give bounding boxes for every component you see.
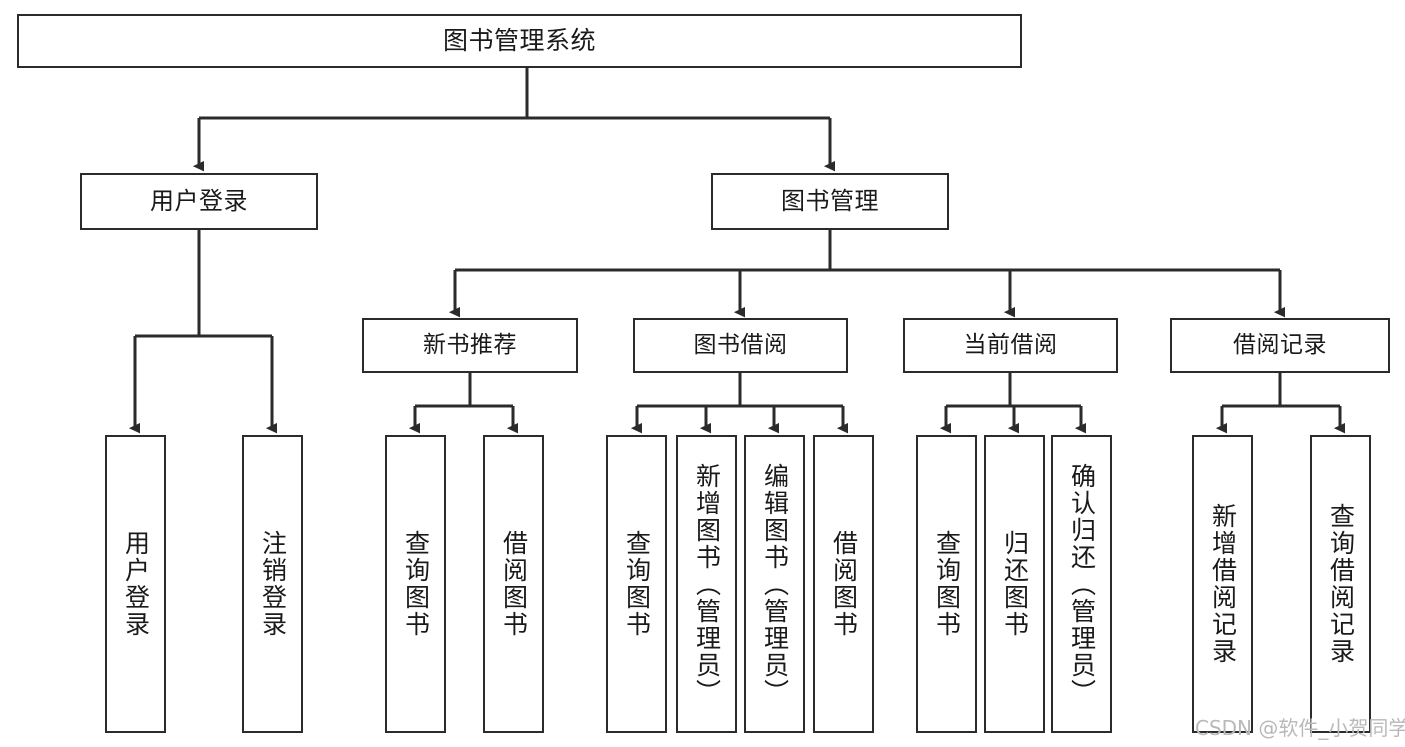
leaf-borrow-book-borrow[interactable]: 借阅图书 bbox=[813, 435, 874, 733]
node-new-book-recommend[interactable]: 新书推荐 bbox=[362, 318, 578, 373]
node-label: 归还图书 bbox=[1000, 530, 1030, 638]
node-label: 注销登录 bbox=[258, 530, 288, 638]
node-label: 图书管理 bbox=[781, 186, 879, 215]
node-label: 借阅图书 bbox=[829, 530, 859, 638]
leaf-add-book-admin[interactable]: 新增图书（管理员） bbox=[676, 435, 737, 733]
node-label: 查询图书 bbox=[622, 530, 652, 638]
node-book-borrow[interactable]: 图书借阅 bbox=[633, 318, 848, 373]
leaf-query-book-new-recommend[interactable]: 查询图书 bbox=[385, 435, 446, 733]
leaf-add-borrow-record[interactable]: 新增借阅记录 bbox=[1192, 435, 1253, 733]
leaf-query-borrow-record[interactable]: 查询借阅记录 bbox=[1310, 435, 1371, 733]
node-label: 借阅记录 bbox=[1233, 332, 1327, 359]
node-label: 查询图书 bbox=[401, 530, 431, 638]
csdn-watermark: CSDN @软件_小贺同学 bbox=[1195, 716, 1405, 740]
node-current-borrow[interactable]: 当前借阅 bbox=[903, 318, 1118, 373]
node-book-management[interactable]: 图书管理 bbox=[711, 173, 949, 230]
node-label: 借阅图书 bbox=[499, 530, 529, 638]
node-root-book-management-system[interactable]: 图书管理系统 bbox=[17, 14, 1022, 68]
node-label: 查询图书 bbox=[932, 530, 962, 638]
node-label: 图书管理系统 bbox=[442, 25, 596, 55]
leaf-edit-book-admin[interactable]: 编辑图书（管理员） bbox=[744, 435, 805, 733]
node-user-login[interactable]: 用户登录 bbox=[80, 173, 318, 230]
leaf-return-book[interactable]: 归还图书 bbox=[984, 435, 1045, 733]
node-label: 新书推荐 bbox=[423, 332, 517, 359]
leaf-logout-login[interactable]: 注销登录 bbox=[242, 435, 303, 733]
node-label: 查询借阅记录 bbox=[1326, 503, 1356, 665]
node-label: 用户登录 bbox=[121, 530, 151, 638]
node-label: 图书借阅 bbox=[693, 332, 788, 359]
leaf-query-book-current[interactable]: 查询图书 bbox=[916, 435, 977, 733]
node-label: 编辑图书（管理员） bbox=[760, 462, 790, 706]
node-label: 当前借阅 bbox=[963, 332, 1058, 359]
node-label: 用户登录 bbox=[150, 186, 248, 215]
node-borrow-record[interactable]: 借阅记录 bbox=[1170, 318, 1390, 373]
leaf-borrow-book-new-recommend[interactable]: 借阅图书 bbox=[483, 435, 544, 733]
leaf-user-login[interactable]: 用户登录 bbox=[105, 435, 166, 733]
node-label: 新增图书（管理员） bbox=[692, 462, 722, 706]
leaf-confirm-return-admin[interactable]: 确认归还（管理员） bbox=[1051, 435, 1112, 733]
leaf-query-book-borrow[interactable]: 查询图书 bbox=[606, 435, 667, 733]
node-label: 确认归还（管理员） bbox=[1067, 462, 1097, 706]
node-label: 新增借阅记录 bbox=[1208, 503, 1238, 665]
